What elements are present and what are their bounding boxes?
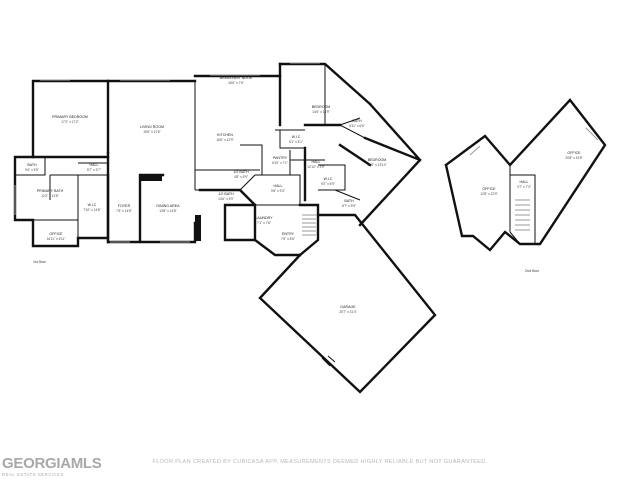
room-hall-kitchen-dim: 12'10" x 3'9" bbox=[307, 165, 324, 169]
room-hall-upper-name: HALL bbox=[520, 180, 529, 184]
room-half-bath-2-name: 1/2 BATH bbox=[218, 192, 234, 196]
room-labels: PRIMARY BEDROOM 17'2" x 17'2" LIVING ROO… bbox=[25, 76, 583, 314]
first-floor-label: 1st floor bbox=[33, 260, 47, 264]
room-bedroom-right-dim: 14'2" x 13'10" bbox=[367, 163, 386, 167]
brand-watermark: GEORGIAMLS REAL ESTATE SERVICES bbox=[2, 456, 102, 477]
room-wic-bedroom-name: W.I.C bbox=[324, 177, 333, 181]
room-kitchen-dim: 16'6" x 12'9" bbox=[216, 138, 233, 142]
room-office-upper-dim: 20'8" x 15'5" bbox=[565, 156, 582, 160]
room-primary-bedroom-dim: 17'2" x 17'2" bbox=[61, 120, 78, 124]
second-floor-label: 2nd floor bbox=[525, 269, 540, 273]
room-laundry-name: LAUNDRY bbox=[255, 216, 273, 220]
first-floor-windows bbox=[14, 62, 320, 243]
room-hall-upper-dim: 3'7" x 7'3" bbox=[517, 185, 531, 189]
room-wic-kitchen-dim: 5'1" x 5'1" bbox=[289, 140, 303, 144]
room-entry-dim: 7'6" x 8'6" bbox=[281, 237, 295, 241]
room-bedroom-right-name: BEDROOM bbox=[368, 158, 387, 162]
room-office-first-dim: 16'11" x 6'11" bbox=[47, 237, 66, 241]
room-primary-bath-name: PRIMARY BATH bbox=[37, 189, 64, 193]
room-wic-primary-name: W.I.C bbox=[88, 203, 97, 207]
room-bath-upper-name: BATH bbox=[352, 119, 362, 123]
room-pantry-dim: 6'10" x 7'1" bbox=[272, 161, 288, 165]
room-bath-left-name: BATH bbox=[27, 163, 37, 167]
room-breakfast-dim: 16'6" x 7'6" bbox=[228, 81, 244, 85]
room-hall-kitchen-name: HALL bbox=[312, 160, 321, 164]
room-hall-left-dim: 5'7" x 3'7" bbox=[87, 168, 101, 172]
room-bath-left-dim: 9'4" x 5'5" bbox=[25, 168, 39, 172]
room-living-dim: 19'6" x 21'6" bbox=[143, 130, 160, 134]
room-garage-name: GARAGE bbox=[340, 305, 356, 309]
room-primary-bedroom-name: PRIMARY BEDROOM bbox=[52, 115, 88, 119]
georgia-mls-logo: GEORGIAMLS bbox=[2, 455, 102, 472]
room-half-bath-2-dim: 14'6" x 5'9" bbox=[218, 197, 234, 201]
room-bath-upper-dim: 8'11" x 6'6" bbox=[349, 124, 364, 128]
room-foyer-name: FOYER bbox=[118, 204, 131, 208]
room-wic-primary-dim: 7'10" x 14'6" bbox=[83, 208, 100, 212]
room-office-small-name: OFFICE bbox=[482, 187, 496, 191]
room-breakfast-name: BREAKFAST NOOK bbox=[220, 76, 253, 80]
room-bath-right-name: BATH bbox=[344, 199, 354, 203]
room-primary-bath-dim: 12'2" x 14'8" bbox=[41, 194, 58, 198]
room-laundry-dim: 7'1" x 7'6" bbox=[257, 221, 271, 225]
room-hall-center-dim: 9'6" x 9'4" bbox=[271, 189, 285, 193]
room-kitchen-name: KITCHEN bbox=[217, 133, 233, 137]
first-floor-walls bbox=[13, 62, 437, 394]
room-office-first-name: OFFICE bbox=[49, 232, 63, 236]
room-dining-dim: 13'8" x 14'8" bbox=[159, 209, 176, 213]
second-floor-walls bbox=[444, 98, 607, 252]
brand-tagline: REAL ESTATE SERVICES bbox=[2, 472, 64, 477]
room-half-bath-name: 1/2 BATH bbox=[233, 170, 249, 174]
room-wic-kitchen-name: W.I.C bbox=[292, 135, 301, 139]
room-office-small-dim: 12'8" x 22'9" bbox=[480, 192, 497, 196]
room-garage-dim: 25'7" x 31'4" bbox=[339, 310, 356, 314]
room-office-upper-name: OFFICE bbox=[567, 151, 581, 155]
room-hall-center-name: HALL bbox=[274, 184, 283, 188]
room-entry-name: ENTRY bbox=[282, 232, 295, 236]
room-hall-left-name: HALL bbox=[90, 163, 99, 167]
room-half-bath-dim: 4'8" x 5'9" bbox=[234, 175, 248, 179]
room-wic-bedroom-dim: 9'2" x 5'9" bbox=[321, 182, 335, 186]
room-foyer-dim: 7'5" x 14'8" bbox=[116, 209, 132, 213]
room-bedroom-upper-dim: 14'6" x 15'9" bbox=[312, 110, 329, 114]
room-dining-name: DINING AREA bbox=[156, 204, 180, 208]
room-bath-right-dim: 8'7" x 9'5" bbox=[342, 204, 356, 208]
room-bedroom-upper-name: BEDROOM bbox=[312, 105, 331, 109]
room-pantry-name: PANTRY bbox=[273, 156, 288, 160]
disclaimer-note: FLOOR PLAN CREATED BY CUBICASA APP. MEAS… bbox=[152, 459, 488, 465]
room-living-name: LIVING ROOM bbox=[140, 125, 164, 129]
